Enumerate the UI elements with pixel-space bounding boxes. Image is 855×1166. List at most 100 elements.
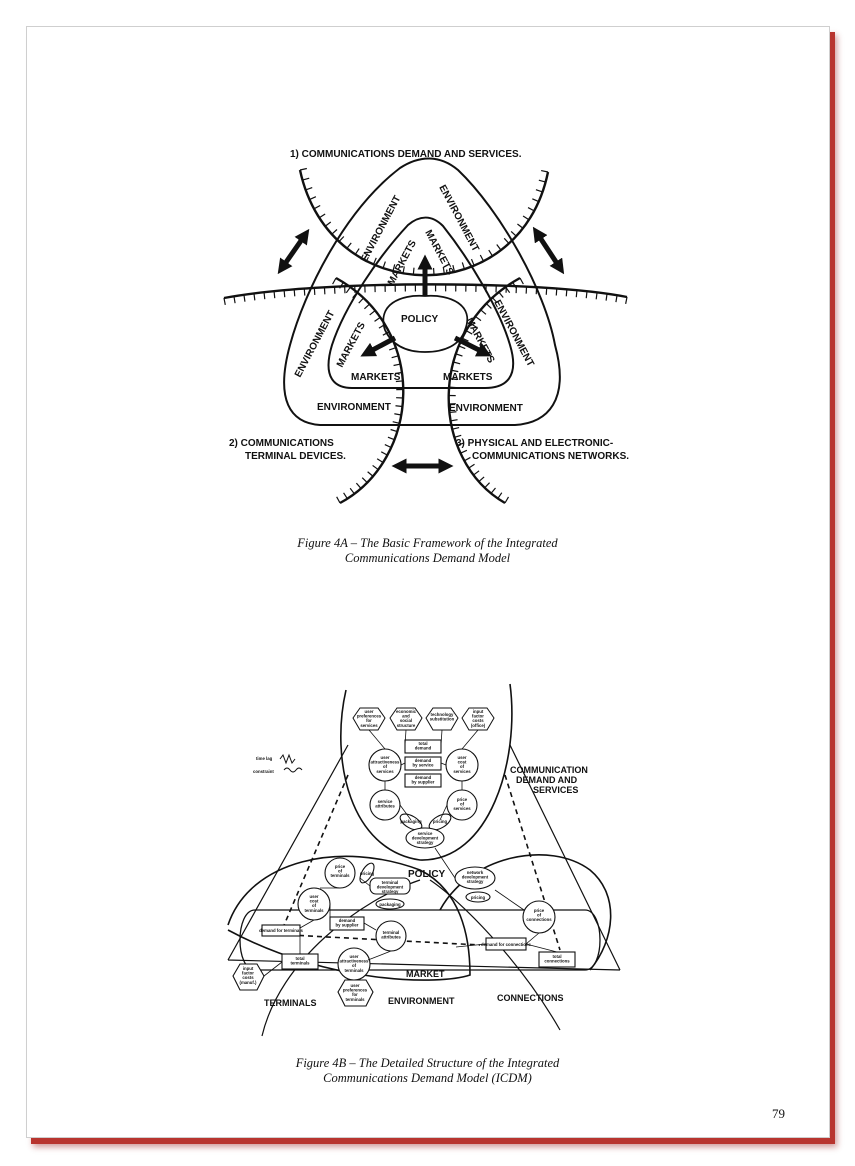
node-label-line: price [534, 908, 545, 913]
hatch-mark [490, 487, 496, 494]
horizontal-hatched-arc [223, 283, 628, 300]
markets-bottom-right: MARKETS [443, 372, 493, 383]
node-label-line: user [309, 894, 318, 899]
hatch-mark [510, 230, 517, 237]
arrow-policy-right [453, 335, 492, 357]
hatch-mark [358, 297, 364, 304]
node-label-line: terminals [344, 968, 364, 973]
hatch-mark [497, 492, 503, 499]
hatch-mark [465, 330, 473, 335]
node-label-line: connections [544, 959, 570, 964]
hatch-mark [273, 291, 276, 299]
title-networks-line1: 3) PHYSICAL AND ELECTRONIC- [456, 438, 613, 449]
node-label-line: of [460, 802, 465, 807]
node-label-line: input [243, 966, 254, 971]
hatch-mark [372, 464, 379, 471]
hex-input-costs-top [461, 707, 495, 731]
hatch-mark [313, 204, 321, 210]
node-label-line: structure [397, 723, 416, 728]
dashed-loop-right [504, 774, 561, 951]
hatch-mark [585, 291, 588, 299]
node-label-line: user [380, 755, 389, 760]
node-label-line: pricing [360, 871, 375, 876]
node-label-line: user [349, 954, 358, 959]
hatch-mark [535, 189, 543, 193]
hatch-mark [449, 386, 457, 389]
node-label-line: strategy [467, 879, 484, 884]
node-label-line: services [360, 723, 378, 728]
hatch-mark [519, 277, 524, 285]
node-label-line: of [312, 903, 317, 908]
hatch-mark [474, 315, 482, 322]
node-label-line: pricing [433, 819, 448, 824]
hatch-mark [605, 293, 608, 301]
node-label-line: substitution [430, 717, 455, 722]
node-label-line: services [453, 806, 471, 811]
hatch-mark [615, 295, 618, 303]
node-label-line: attractiveness [371, 760, 401, 765]
hatch-mark [378, 324, 386, 329]
hatch-mark [402, 266, 405, 274]
hatch-mark [343, 492, 348, 500]
hatch-mark [412, 267, 415, 275]
hatch-mark [575, 290, 578, 298]
node-label-line: development [462, 875, 489, 880]
arrow-top-right [532, 226, 565, 275]
hatch-mark [464, 456, 471, 462]
hatch-mark [504, 496, 510, 504]
node-label-line: user [457, 755, 466, 760]
node-label-line: strategy [417, 840, 434, 845]
legend-constraint: constraint [253, 769, 274, 774]
node-label-line: service [378, 799, 393, 804]
environment-label: ENVIRONMENT [388, 996, 455, 1006]
hatch-mark [595, 292, 598, 300]
node-label-line: total [295, 956, 304, 961]
hatch-mark [393, 363, 401, 367]
connections-outer [429, 879, 561, 1031]
node-label-line: demand [415, 758, 432, 763]
figure-4a-caption-line1: Figure 4A – The Basic Framework of the I… [297, 536, 558, 550]
hatch-mark [309, 196, 317, 201]
node-label-line: user [350, 983, 359, 988]
hatch-mark [380, 451, 388, 456]
node-label-line: terminals [345, 997, 365, 1002]
box-demand-by-service [404, 756, 442, 771]
page-number: 79 [772, 1106, 785, 1121]
hatch-mark [376, 458, 384, 464]
title-terminal-line2: TERMINAL DEVICES. [245, 451, 346, 462]
node-label-line: by supplier [412, 780, 435, 785]
hatch-mark [387, 436, 395, 441]
hatch-mark [395, 380, 403, 383]
node-label-line: services [453, 769, 471, 774]
box-total-demand [404, 739, 442, 754]
policy-label: POLICY [401, 314, 439, 325]
node-label-line: network [467, 870, 484, 875]
hatch-mark [233, 296, 236, 304]
hatch-mark [498, 291, 504, 298]
node-label-line: packaging [400, 819, 422, 824]
hatch-mark [339, 282, 344, 289]
hatch-mark [302, 177, 310, 181]
legend-time-lag: time lag [256, 756, 273, 761]
hatch-mark [389, 347, 397, 351]
hatch-mark [352, 291, 358, 299]
node-label-line: factor [472, 714, 484, 719]
node-label-line: demand for connections [481, 942, 532, 947]
node-label-line: terminals [330, 873, 350, 878]
hatch-mark [263, 292, 266, 300]
node-label-line: by supplier [336, 923, 359, 928]
node-label-line: preferences [357, 714, 382, 719]
left-hatched-arc [335, 276, 405, 505]
node-label-line: social [400, 718, 412, 723]
node-label-packaging-left: packaging [379, 902, 401, 907]
node-label-line: user [364, 709, 373, 714]
node-label-line: packaging [379, 902, 401, 907]
hatch-mark [318, 213, 326, 219]
node-label-pricing-right: pricing [471, 895, 486, 900]
